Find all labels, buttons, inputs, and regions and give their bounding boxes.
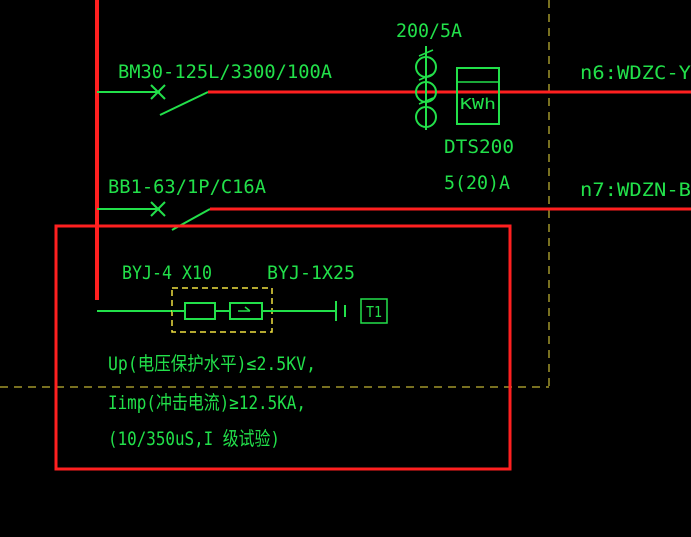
ct-coil-middle: [415, 81, 437, 103]
ct-slash-2: [418, 73, 434, 81]
feeder-n6-label: n6:WDZC-Y: [580, 62, 691, 84]
ct-ratio-label: 200/5A: [396, 20, 463, 42]
ground-tag-label: T1: [366, 303, 382, 321]
spd-arrester-arrow-head: [244, 306, 251, 312]
spd-note-line-3: (10/350uS,I 级试验): [108, 428, 280, 450]
ct-slash-1: [418, 49, 434, 57]
breaker-main-blade: [159, 91, 209, 116]
spd-highlight-box: [54, 224, 512, 471]
kwh-meter-model: DTS200: [444, 136, 514, 158]
kwh-meter-current: 5(20)A: [444, 172, 511, 194]
ct-slash-3: [418, 97, 434, 105]
cable-right-label: BYJ-1X25: [267, 262, 355, 284]
spd-note-line-2: Iimp(冲击电流)≥12.5KA,: [108, 392, 306, 414]
feeder-n7-label: n7:WDZN-B: [580, 179, 691, 201]
kwh-meter-unit: KWh: [460, 95, 496, 113]
spd-fuse: [184, 302, 216, 320]
cable-left-label: BYJ-4 X10: [122, 262, 212, 284]
kwh-meter-box: [456, 67, 500, 125]
breaker-branch-label: BB1-63/1P/C16A: [108, 176, 267, 198]
ct-coil-bottom: [415, 106, 437, 128]
breaker-main-contact-x2: [150, 84, 166, 100]
breaker-main-label: BM30-125L/3300/100A: [118, 61, 333, 83]
spd-note-line-1: Up(电压保护水平)≤2.5KV,: [108, 353, 316, 375]
ground-tag-box: [360, 298, 388, 324]
breaker-branch-contact-x2: [150, 201, 166, 217]
